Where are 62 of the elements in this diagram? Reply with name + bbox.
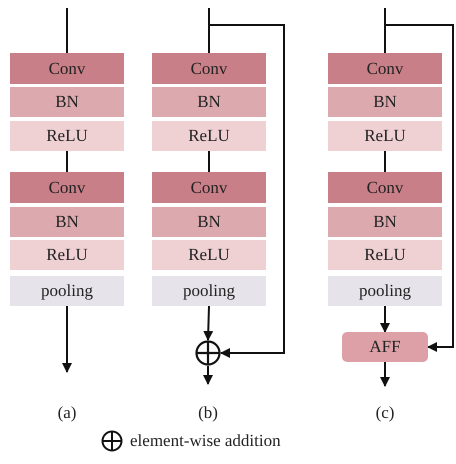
layer-label: Conv	[190, 178, 228, 198]
arrow	[203, 366, 213, 385]
layer-box	[152, 121, 266, 151]
layer-label: pooling	[359, 281, 411, 301]
addition-circle	[195, 340, 221, 366]
layer-box	[152, 172, 266, 203]
layer-label: Conv	[190, 58, 228, 78]
panel-label: (a)	[58, 403, 76, 423]
layer-label: ReLU	[46, 126, 88, 146]
layer-label: BN	[197, 212, 221, 232]
layer-label: Conv	[366, 178, 404, 198]
layer-label: ReLU	[364, 126, 406, 146]
fusion-module-box	[342, 332, 428, 362]
layer-box	[10, 87, 124, 117]
panel-label: (b)	[198, 403, 218, 423]
layer-label: ReLU	[188, 126, 230, 146]
layer-box	[328, 53, 442, 84]
layer-box	[10, 207, 124, 237]
layer-label: Conv	[366, 58, 404, 78]
legend-text: element-wise addition	[130, 431, 281, 451]
panel-label: (c)	[376, 403, 394, 423]
arrow	[380, 362, 390, 387]
arrow	[209, 24, 285, 358]
layer-label: AFF	[369, 337, 401, 357]
connector-line	[384, 8, 386, 53]
layer-label: BN	[55, 212, 79, 232]
layer-box	[328, 172, 442, 203]
layer-label: BN	[373, 212, 397, 232]
layer-box	[328, 207, 442, 237]
layer-label: pooling	[41, 281, 93, 301]
pooling-layer-box	[10, 276, 124, 306]
layer-label: ReLU	[46, 245, 88, 265]
arrow	[62, 306, 72, 373]
layer-box	[152, 240, 266, 270]
arrow	[385, 24, 454, 352]
layer-label: Conv	[48, 58, 86, 78]
layer-label: BN	[373, 92, 397, 112]
connector-line	[208, 8, 210, 53]
connector-line	[66, 8, 68, 53]
layer-label: BN	[55, 92, 79, 112]
layer-box	[152, 87, 266, 117]
connector-line	[384, 151, 386, 172]
pooling-layer-box	[152, 276, 266, 306]
layer-box	[10, 53, 124, 84]
layer-box	[328, 87, 442, 117]
layer-box	[328, 240, 442, 270]
arrow	[380, 306, 390, 333]
layer-label: Conv	[48, 178, 86, 198]
layer-label: ReLU	[364, 245, 406, 265]
layer-label: pooling	[183, 281, 235, 301]
arrow	[203, 306, 214, 341]
layer-label: ReLU	[188, 245, 230, 265]
layer-box	[152, 207, 266, 237]
connector-line	[66, 151, 68, 172]
layer-label: BN	[197, 92, 221, 112]
layer-box	[328, 121, 442, 151]
layer-box	[10, 172, 124, 203]
layer-box	[10, 121, 124, 151]
layer-box	[152, 53, 266, 84]
pooling-layer-box	[328, 276, 442, 306]
layer-box	[10, 240, 124, 270]
connector-line	[208, 151, 210, 172]
